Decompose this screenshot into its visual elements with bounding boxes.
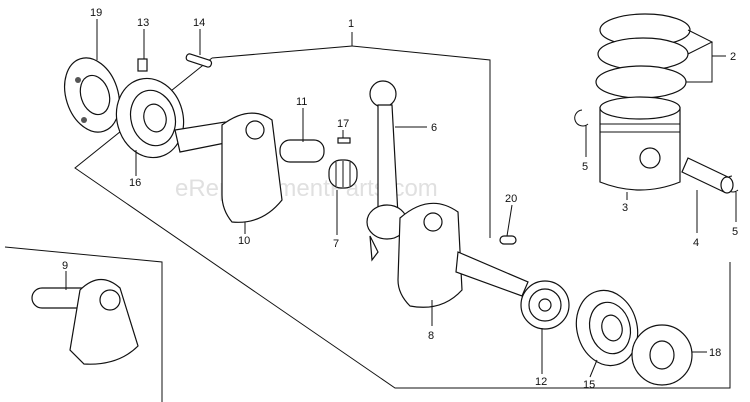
pin-13 — [137, 58, 148, 72]
piston-3 — [599, 96, 681, 191]
clip-5-left — [574, 109, 589, 127]
piston-rings-2 — [595, 13, 691, 99]
key-20 — [499, 235, 517, 245]
callout-5-right: 5 — [732, 226, 738, 238]
callout-12: 12 — [535, 376, 547, 388]
callout-5-left: 5 — [582, 161, 588, 173]
pin-17 — [337, 137, 351, 144]
ball-bearing-16 — [115, 77, 185, 159]
callout-18: 18 — [709, 347, 721, 359]
needle-bearing-17 — [328, 137, 358, 189]
callout-20: 20 — [505, 193, 517, 205]
bearing-cover-19 — [64, 57, 120, 133]
watermark: eReplacementParts.com — [175, 175, 438, 202]
callout-19: 19 — [90, 7, 102, 19]
callout-10: 10 — [238, 235, 250, 247]
ball-bearing-15 — [575, 289, 639, 367]
callout-17: 17 — [337, 118, 349, 130]
inset-frame — [4, 246, 163, 402]
piston-pin-4 — [681, 157, 734, 194]
callout-16: 16 — [129, 177, 141, 189]
crank-web-10 — [174, 112, 325, 223]
callout-4: 4 — [693, 237, 699, 249]
callout-9: 9 — [62, 260, 68, 272]
callout-6: 6 — [431, 122, 437, 134]
callout-15: 15 — [583, 379, 595, 391]
callout-7: 7 — [333, 238, 339, 250]
callout-14: 14 — [193, 17, 205, 29]
crank-web-9 — [31, 278, 139, 365]
callout-11: 11 — [296, 96, 307, 108]
callout-13: 13 — [137, 17, 149, 29]
callout-labels: 1 2 3 4 5 5 6 7 8 9 10 11 12 13 14 15 16… — [62, 7, 738, 391]
callout-2: 2 — [730, 51, 736, 63]
crank-web-8 — [397, 202, 529, 308]
oil-seal-18 — [631, 324, 693, 386]
callout-8: 8 — [428, 330, 434, 342]
callout-3: 3 — [622, 202, 628, 214]
key-14 — [185, 53, 213, 68]
leader-lines — [65, 19, 737, 378]
connecting-rod-6 — [366, 80, 408, 262]
gear-12 — [520, 280, 570, 330]
callout-1: 1 — [348, 18, 354, 30]
